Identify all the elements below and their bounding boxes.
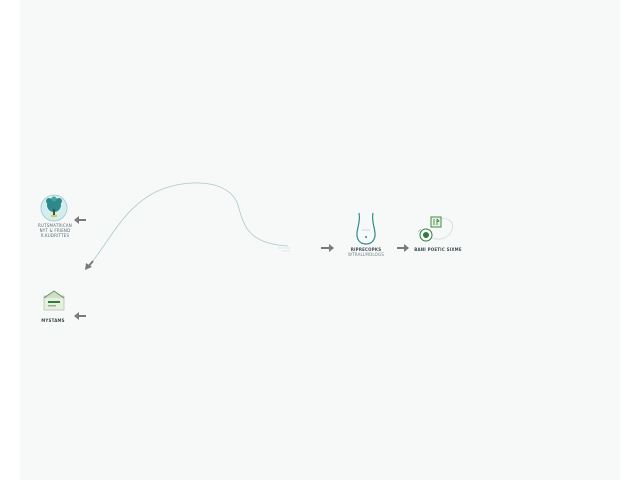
diagram-canvas — [20, 0, 620, 480]
node-middle-label: RIPRECOPKS WTRALLMOLOGS — [344, 247, 388, 257]
node-label-line: RIPRECOPKS — [350, 247, 382, 252]
node-label-line: RUTSMATRICAN — [38, 223, 72, 228]
arrow-left-icon — [74, 312, 86, 320]
arrow-down-icon — [85, 260, 94, 270]
arrow-right-icon — [397, 244, 409, 252]
package-icon — [43, 290, 65, 311]
node-label-line: R.KUDRITTES — [40, 233, 70, 238]
connector-curve — [91, 182, 289, 263]
tree-circle-icon — [40, 194, 68, 222]
node-bottom-left-label: MYSTAMS — [41, 318, 65, 323]
left-margin — [0, 0, 20, 480]
arrow-left-icon — [74, 216, 86, 224]
node-label-line: WTRALLMOLOGS — [347, 252, 385, 257]
arrow-right-icon — [321, 244, 334, 252]
right-margin — [620, 0, 640, 480]
node-right-label: BANI POETIC SIXME — [414, 247, 462, 252]
connector-curve-tail — [278, 247, 290, 252]
node-top-left-label: RUTSMATRICAN NYT & FRIEND R.KUDRITTES — [34, 223, 76, 238]
vase-icon — [356, 212, 376, 245]
node-label-line: NYT & FRIEND — [39, 228, 71, 233]
badge-sign-icon — [417, 216, 454, 242]
